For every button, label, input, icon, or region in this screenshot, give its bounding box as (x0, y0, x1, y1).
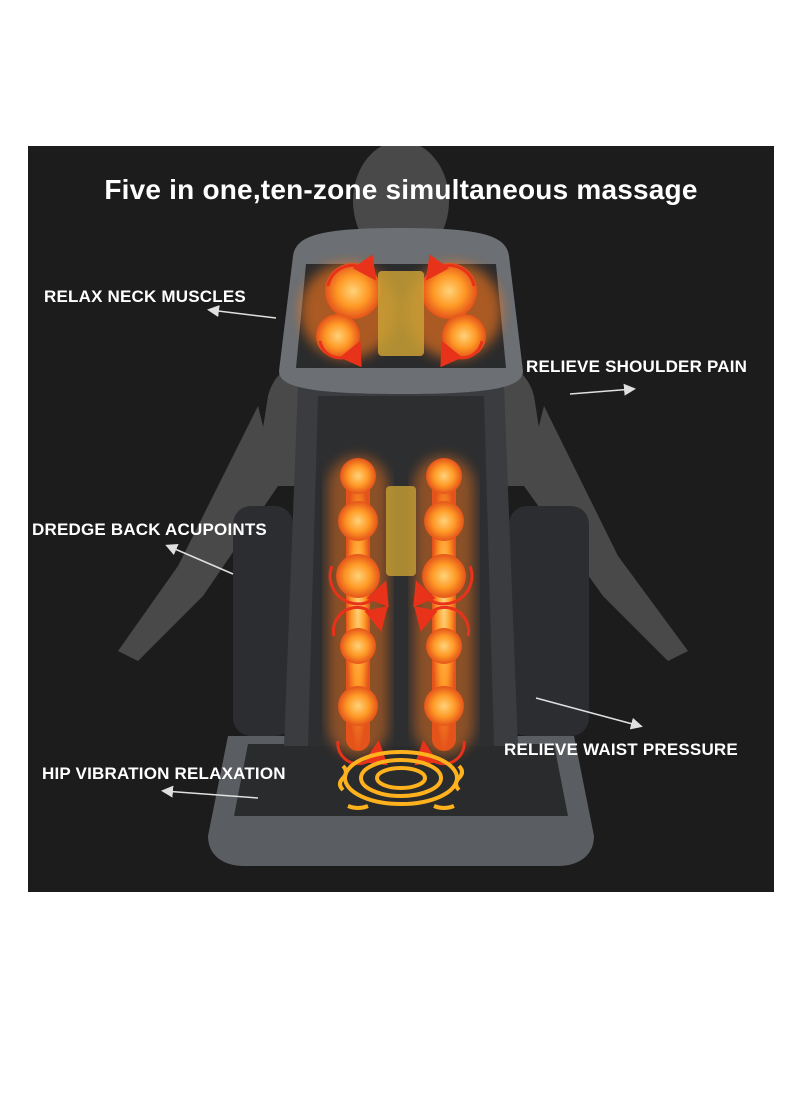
hip-vibration-rings (338, 750, 464, 810)
product-image-panel: Five in one,ten-zone simultaneous massag… (28, 146, 774, 892)
massage-cushion-illustration (118, 146, 688, 866)
left-bolster (233, 506, 293, 736)
right-bolster (509, 506, 589, 736)
label-back: DREDGE BACK ACUPOINTS (32, 520, 267, 539)
cushion-seat (208, 736, 594, 866)
label-waist: RELIEVE WAIST PRESSURE (504, 740, 738, 759)
label-relax-neck: RELAX NECK MUSCLES (44, 287, 246, 306)
label-shoulder: RELIEVE SHOULDER PAIN (526, 357, 748, 376)
label-hip: HIP VIBRATION RELAXATION (42, 764, 286, 783)
neck-massage-nodes (300, 254, 502, 368)
pointer-lines (161, 305, 643, 799)
page-title: Five in one,ten-zone simultaneous massag… (104, 174, 698, 205)
back-massage-rollers (328, 456, 474, 766)
